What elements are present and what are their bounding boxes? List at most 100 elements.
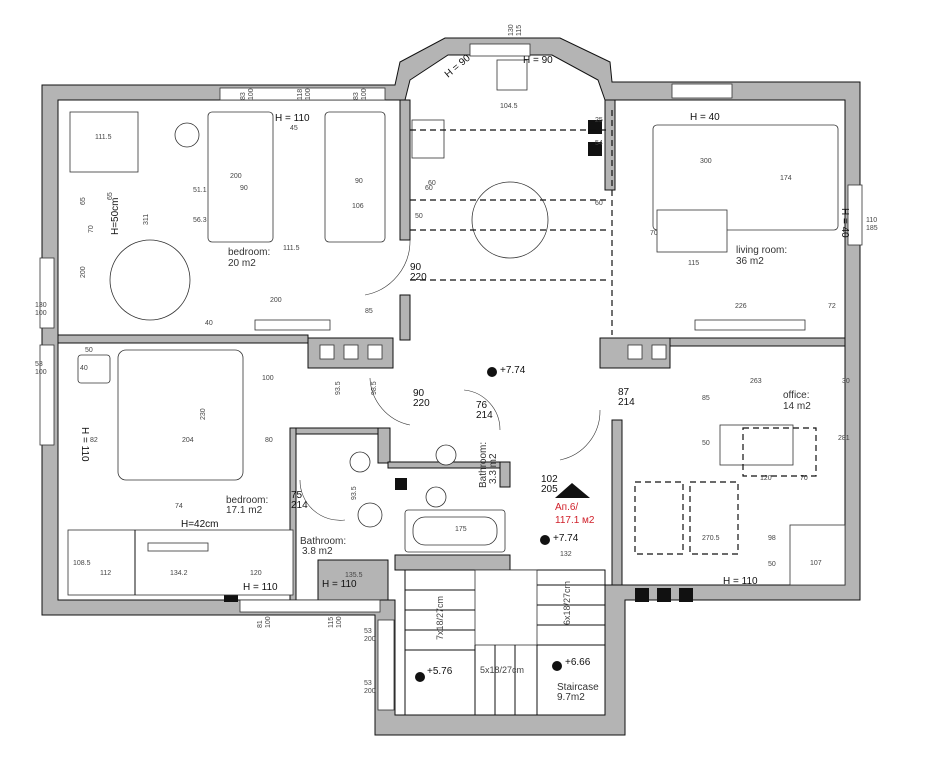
dimension-label: 104.5 — [500, 103, 518, 110]
dimension-label: 93.5 — [351, 486, 358, 500]
apartment-area: 117.1 м2 — [555, 515, 595, 526]
door-size: 220 — [413, 398, 430, 409]
dimension-label: 134.2 — [170, 570, 188, 577]
dimension-label: 50 — [702, 440, 710, 447]
dimension-label: 230 — [200, 408, 207, 420]
dimension-label: 60 — [425, 185, 433, 192]
dimension-label: 70 — [800, 475, 808, 482]
svg-text:53: 53 — [35, 361, 43, 368]
svg-text:130: 130 — [508, 24, 515, 36]
dimension-label: 70 — [88, 225, 95, 233]
dimension-label: 74 — [175, 503, 183, 510]
dimension-label: 132 — [560, 551, 572, 558]
dimension-label: 56.3 — [193, 217, 207, 224]
svg-text:200: 200 — [364, 688, 376, 695]
door-size: 87 — [618, 387, 630, 398]
svg-text:130: 130 — [35, 302, 47, 309]
door-size: 90 — [413, 388, 425, 399]
room-area-living: 36 m2 — [736, 256, 764, 267]
room-name-bathroom-2: Bathroom: — [478, 442, 489, 488]
door-size: 102 — [541, 474, 558, 485]
dimension-label: 30 — [842, 378, 850, 385]
svg-text:100: 100 — [336, 616, 343, 628]
svg-text:100: 100 — [248, 88, 255, 100]
interior-walls — [57, 99, 846, 602]
dimension-label: 65 — [107, 192, 114, 200]
room-area-bathroom-1: 3.8 m2 — [302, 546, 333, 557]
dimension-label: 200 — [80, 266, 87, 278]
dimension-label: 115 — [688, 260, 699, 267]
dimension-label: 111.5 — [283, 245, 300, 252]
dimension-label: 106 — [352, 203, 364, 210]
svg-text:53: 53 — [364, 628, 372, 635]
svg-text:53: 53 — [364, 680, 372, 687]
dimension-label: 108.5 — [73, 560, 91, 567]
room-area-staircase: 9.7m2 — [557, 692, 585, 703]
level-label: +7.74 — [553, 533, 579, 544]
dimension-label: 45 — [290, 125, 298, 132]
height-label: H = 110 — [243, 582, 278, 593]
height-label: H = 90 — [523, 55, 553, 66]
stair-spec: 5x18/27cm — [480, 665, 524, 675]
dimension-label: 270.5 — [702, 535, 720, 542]
height-label: H=50cm — [110, 197, 121, 235]
door-size: 205 — [541, 484, 558, 495]
dimension-label: 120 — [250, 570, 262, 577]
dimension-label: 204 — [182, 437, 194, 444]
svg-text:81: 81 — [257, 620, 264, 628]
height-label: H = 40 — [839, 208, 850, 238]
dimension-label: 65 — [80, 197, 87, 205]
door-size: 220 — [410, 272, 427, 283]
dimension-label: 90 — [355, 178, 363, 185]
dimension-labels: 111.5657020051.156.3909010620045111.5200… — [73, 103, 850, 579]
dimension-label: 112 — [100, 570, 111, 577]
svg-text:115: 115 — [516, 25, 523, 36]
stair-spec: 7x18/27cm — [435, 596, 445, 640]
dimension-label: 54 — [595, 140, 603, 147]
svg-text:110: 110 — [866, 217, 877, 224]
door-size: 75 — [291, 490, 303, 501]
door-size: 214 — [618, 397, 635, 408]
dimension-label: 175 — [455, 526, 467, 533]
dimension-label: 120 — [760, 475, 772, 482]
dimension-label: 200 — [270, 297, 282, 304]
dimension-label: 100 — [262, 375, 274, 382]
dimension-label: 174 — [780, 175, 792, 182]
height-label: H = 110 — [275, 113, 310, 124]
height-label: H = 110 — [723, 576, 758, 587]
svg-text:100: 100 — [361, 88, 368, 100]
dimension-label: 90 — [240, 185, 248, 192]
exterior-walls — [41, 37, 861, 736]
dimension-label: 98.5 — [371, 381, 378, 395]
level-label: +6.66 — [565, 657, 591, 668]
room-name-living: living room: — [736, 245, 787, 256]
dimension-label: 263 — [750, 378, 762, 385]
dimension-label: 51.1 — [193, 187, 207, 194]
dimension-label: 60 — [595, 200, 603, 207]
room-name-staircase: Staircase — [557, 682, 599, 693]
dimension-label: 111.5 — [95, 134, 112, 141]
apartment-name: Ап.6/ — [555, 502, 578, 513]
svg-text:83: 83 — [240, 92, 247, 100]
room-area-bathroom-2: 3.3 m2 — [488, 453, 499, 484]
svg-text:100: 100 — [35, 310, 47, 317]
room-name-office: office: — [783, 390, 810, 401]
dimension-label: 107 — [810, 560, 822, 567]
furniture — [67, 59, 846, 596]
door-size: 214 — [476, 410, 493, 421]
dimension-label: 40 — [205, 320, 213, 327]
dimension-label: 50 — [768, 561, 776, 568]
height-label: H=42cm — [181, 519, 219, 530]
svg-text:185: 185 — [866, 225, 878, 232]
level-label: +7.74 — [500, 365, 526, 376]
room-name-bedroom-1: bedroom: — [228, 247, 270, 258]
dimension-label: 70 — [650, 230, 658, 237]
room-name-bedroom-2: bedroom: — [226, 495, 268, 506]
svg-text:100: 100 — [265, 616, 272, 628]
door-size: 214 — [291, 500, 308, 511]
room-area-bedroom-1: 20 m2 — [228, 258, 256, 269]
level-markers — [415, 367, 562, 682]
dimension-label: 80 — [265, 437, 273, 444]
svg-text:100: 100 — [35, 369, 47, 376]
height-label: H = 90 — [443, 52, 473, 80]
